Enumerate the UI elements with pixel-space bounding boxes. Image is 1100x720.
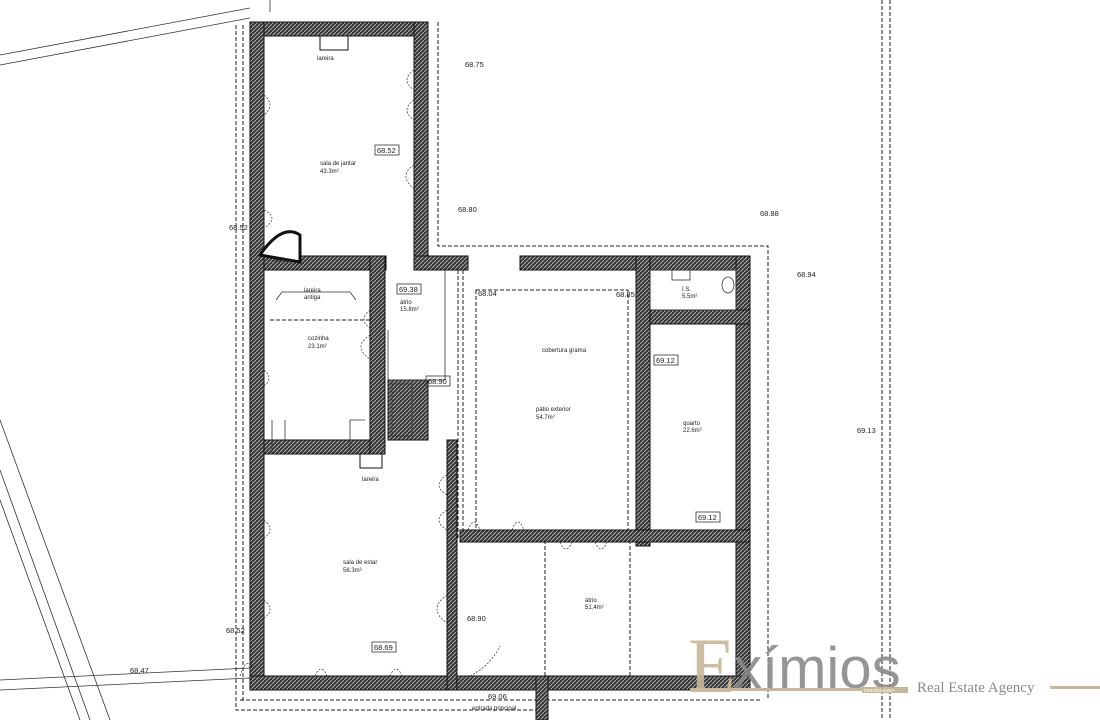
room-labels: lareira sala de jantar 43.3m² forno lare…: [274, 56, 702, 712]
room-area: 15.8m²: [400, 307, 419, 313]
room-name: cobertura grama: [542, 348, 587, 354]
room-name: I.S.: [682, 287, 691, 293]
level-mark: 69.13: [857, 426, 876, 435]
fixtures: [271, 269, 737, 454]
logo-tagline-small: INMOBILIÁRIA: [864, 687, 894, 693]
level-marks: 68.52 68.75 68.80 68.88 68.94 69.13 68.5…: [130, 60, 876, 701]
room-name: pátio exterior: [536, 407, 571, 413]
room-area: 51.4m²: [585, 605, 604, 611]
level-mark: 68.69: [374, 643, 393, 652]
room-name: sala de estar: [343, 560, 377, 566]
level-mark: 68.80: [458, 205, 477, 214]
room-name: quarto: [683, 421, 701, 427]
room-name: átrio: [585, 598, 597, 604]
level-mark: 69.38: [399, 285, 418, 294]
room-name: cozinha: [308, 336, 329, 342]
eximios-logo: E xímios INMOBILIÁRIA Real Estate Agency: [688, 622, 1100, 709]
level-mark: 69.06: [488, 692, 507, 701]
level-mark: 69.12: [698, 513, 717, 522]
fixture-label: forno: [274, 258, 288, 264]
room-area: 54.7m²: [536, 415, 555, 421]
room-area: 23.1m²: [308, 344, 327, 350]
fixture-label: lareira: [362, 477, 379, 483]
room-area: 58.3m²: [343, 568, 362, 574]
level-mark: 68.52: [229, 223, 248, 232]
room-area: 5.5m²: [682, 294, 697, 300]
level-mark: 68.47: [130, 666, 149, 675]
level-mark: 68.94: [797, 270, 816, 279]
door-swings: [239, 69, 644, 677]
logo-initial: E: [688, 622, 736, 709]
level-mark: 68.52: [377, 146, 396, 155]
level-mark: 68.88: [760, 209, 779, 218]
entrance-label: entrada principal: [472, 706, 516, 712]
room-area: 43.3m²: [320, 169, 339, 175]
level-mark: 68.04: [478, 289, 497, 298]
walls: [249, 21, 751, 720]
room-name: átrio: [400, 300, 412, 306]
level-mark: 68.52: [226, 626, 245, 635]
room-name: sala de jantar: [320, 161, 356, 167]
outer-dashed-outline: [235, 22, 769, 711]
fixture-label: lareira: [317, 56, 334, 62]
logo-tagline: Real Estate Agency: [917, 680, 1035, 696]
level-mark: 68.85: [616, 290, 635, 299]
level-mark: 68.90: [428, 377, 447, 386]
site-boundary-lines: [0, 0, 891, 720]
level-mark: 68.90: [467, 614, 486, 623]
room-area: 22.6m²: [683, 428, 702, 434]
level-mark: 69.12: [656, 356, 675, 365]
fixture-label: lareira: [304, 288, 321, 294]
level-mark: 68.75: [465, 60, 484, 69]
fixture-label: antiga: [304, 295, 321, 301]
